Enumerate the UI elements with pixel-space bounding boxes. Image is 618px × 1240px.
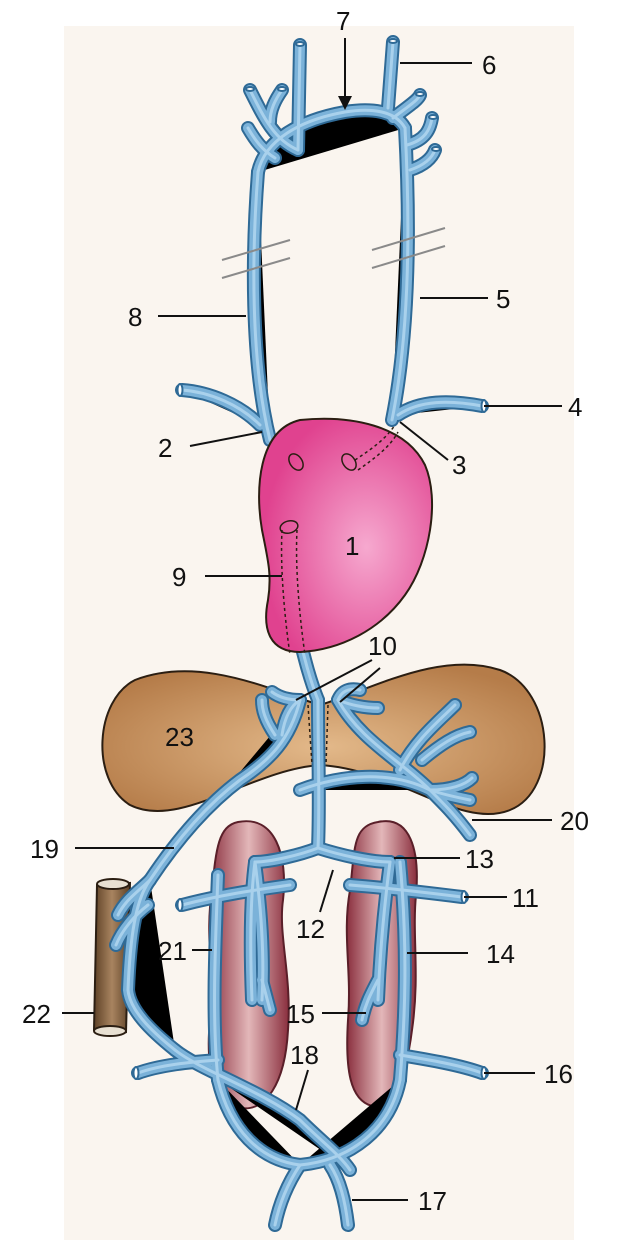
label-22: 22: [22, 999, 51, 1029]
label-1: 1: [345, 531, 359, 561]
label-7: 7: [336, 6, 350, 36]
label-21: 21: [158, 936, 187, 966]
label-2: 2: [158, 433, 172, 463]
label-17: 17: [418, 1186, 447, 1216]
label-6: 6: [482, 50, 496, 80]
label-13: 13: [465, 844, 494, 874]
label-16: 16: [544, 1059, 573, 1089]
label-14: 14: [486, 939, 515, 969]
label-15: 15: [286, 999, 315, 1029]
label-10: 10: [368, 631, 397, 661]
label-18: 18: [290, 1040, 319, 1070]
label-19: 19: [30, 834, 59, 864]
label-23: 23: [165, 722, 194, 752]
label-3: 3: [452, 450, 466, 480]
label-20: 20: [560, 806, 589, 836]
label-8: 8: [128, 302, 142, 332]
label-5: 5: [496, 284, 510, 314]
label-9: 9: [172, 562, 186, 592]
label-11: 11: [512, 883, 539, 913]
label-4: 4: [568, 392, 582, 422]
label-12: 12: [296, 914, 325, 944]
